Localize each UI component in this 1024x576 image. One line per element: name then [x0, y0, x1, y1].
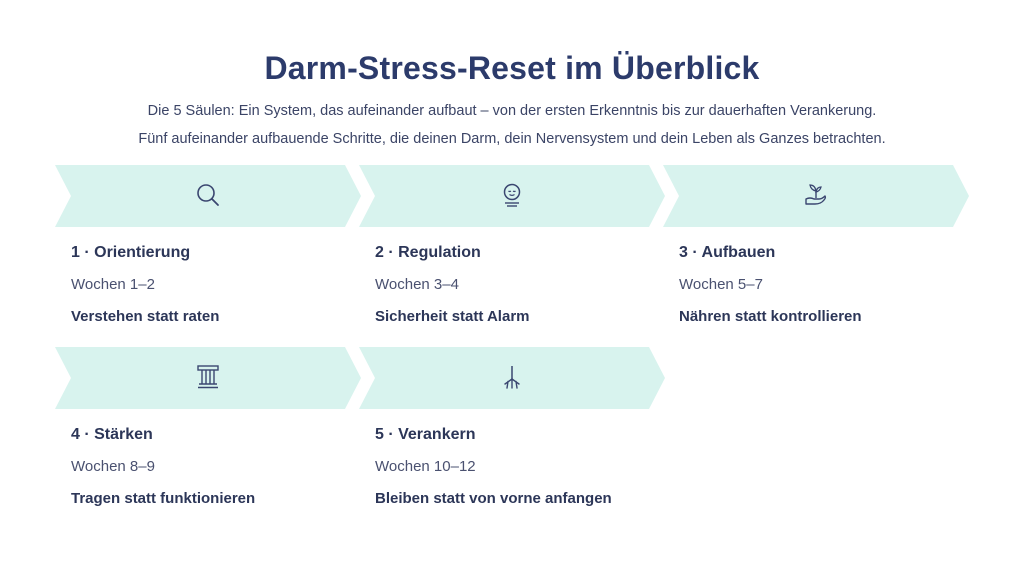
pillar-weeks: Wochen 1–2 — [71, 276, 155, 293]
pillar-title: 2 · Regulation — [375, 244, 481, 261]
pillar-weeks: Wochen 8–9 — [71, 458, 155, 475]
page-title: Darm-Stress-Reset im Überblick — [264, 50, 760, 86]
pillar-motto: Sicherheit statt Alarm — [375, 308, 530, 325]
chevron-banner — [55, 347, 361, 409]
subtitle-steps: Fünf aufeinander aufbauende Schritte, di… — [138, 131, 886, 147]
chevron-banner — [359, 165, 665, 227]
pillar-motto: Verstehen statt raten — [71, 308, 220, 325]
roots-icon — [504, 366, 520, 389]
calm-face-icon — [503, 183, 521, 207]
pillar-motto: Nähren statt kontrollieren — [679, 308, 862, 325]
chevron-banner — [55, 165, 361, 227]
chevron-banner — [359, 347, 665, 409]
pillar-title: 3 · Aufbauen — [679, 244, 776, 261]
sprout-hand-icon — [805, 184, 827, 205]
pillar-icon — [197, 365, 219, 389]
pillar-motto: Tragen statt funktionieren — [71, 490, 256, 507]
chevron-banner — [663, 165, 969, 227]
pillar-title: 1 · Orientierung — [71, 244, 191, 261]
subtitle-pillars: Die 5 Säulen: Ein System, das aufeinande… — [147, 103, 877, 119]
pillar-weeks: Wochen 5–7 — [679, 276, 763, 293]
pillar-weeks: Wochen 10–12 — [375, 458, 476, 475]
magnifier-icon — [197, 184, 219, 206]
pillar-motto: Bleiben statt von vorne anfangen — [375, 490, 612, 507]
pillar-title: 5 · Verankern — [375, 426, 476, 443]
pillar-title: 4 · Stärken — [71, 426, 153, 443]
pillar-weeks: Wochen 3–4 — [375, 276, 459, 293]
